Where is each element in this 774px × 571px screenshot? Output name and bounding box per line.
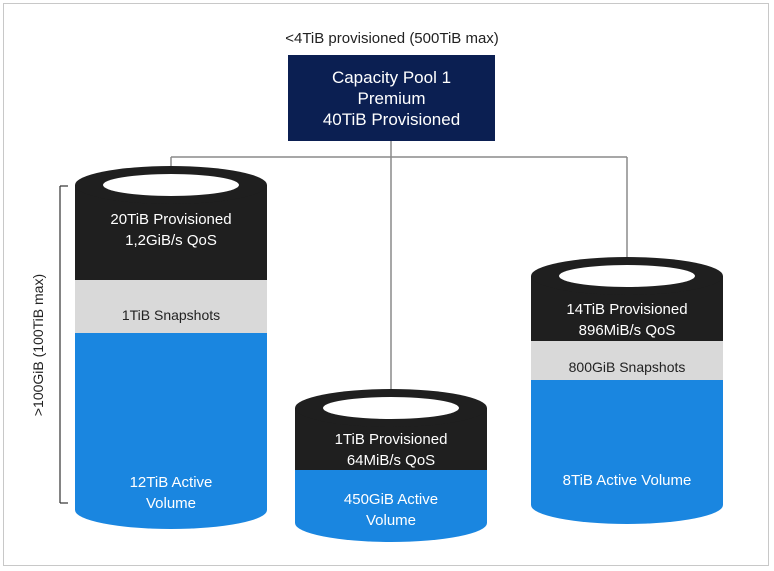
volume-1-active-line1: 12TiB Active: [129, 474, 213, 491]
pool-name: Capacity Pool 1: [331, 67, 452, 87]
volume-1-qos: 1,2GiB/s QoS: [125, 232, 217, 249]
volume-2-provisioned-label: 1TiB Provisioned 64MiB/s QoS: [295, 429, 487, 471]
volume-3-qos: 896MiB/s QoS: [578, 322, 676, 339]
snapshot-band: [531, 341, 723, 380]
volume-2-provisioned: 1TiB Provisioned: [334, 431, 448, 448]
diagram-frame: [3, 3, 769, 566]
volume-size-range-label: >100GiB (100TiB max): [30, 273, 46, 417]
volume-3-provisioned: 14TiB Provisioned: [566, 301, 688, 318]
volume-1-provisioned-label: 20TiB Provisioned 1,2GiB/s QoS: [75, 209, 267, 251]
cylinder-top-opening: [323, 397, 459, 419]
connector-lines: [170, 141, 628, 395]
volume-3-snapshots: 800GiB Snapshots: [568, 359, 686, 375]
pool-provisioned: 40TiB Provisioned: [322, 109, 461, 129]
snapshot-band: [75, 280, 267, 333]
size-range-bracket: [59, 185, 68, 504]
volume-1-active-line2: Volume: [145, 495, 197, 512]
volume-2-active-label: 450GiB Active Volume: [295, 489, 487, 531]
active-volume-band: [75, 333, 267, 510]
pool-caption: <4TiB provisioned (500TiB max): [285, 30, 499, 47]
volume-2-active-line2: Volume: [365, 512, 417, 529]
volume-2-active-line1: 450GiB Active: [343, 491, 439, 508]
volume-cylinder-1: [75, 166, 267, 529]
volume-1-provisioned: 20TiB Provisioned: [110, 211, 232, 228]
cylinder-top-opening: [103, 174, 239, 196]
volume-3-active-line1: 8TiB Active Volume: [562, 472, 692, 489]
volume-2-qos: 64MiB/s QoS: [346, 452, 436, 469]
volume-1-active-label: 12TiB Active Volume: [75, 472, 267, 514]
volume-3-provisioned-label: 14TiB Provisioned 896MiB/s QoS: [531, 299, 723, 341]
capacity-pool-box: Capacity Pool 1 Premium 40TiB Provisione…: [288, 55, 495, 141]
volume-1-snapshots: 1TiB Snapshots: [121, 307, 221, 323]
volume-cylinder-2: [295, 389, 487, 542]
cylinder-top-opening: [559, 265, 695, 287]
pool-tier: Premium: [357, 88, 426, 108]
active-volume-band: [295, 470, 487, 523]
volume-cylinder-3: [531, 257, 723, 524]
active-volume-band: [531, 380, 723, 505]
